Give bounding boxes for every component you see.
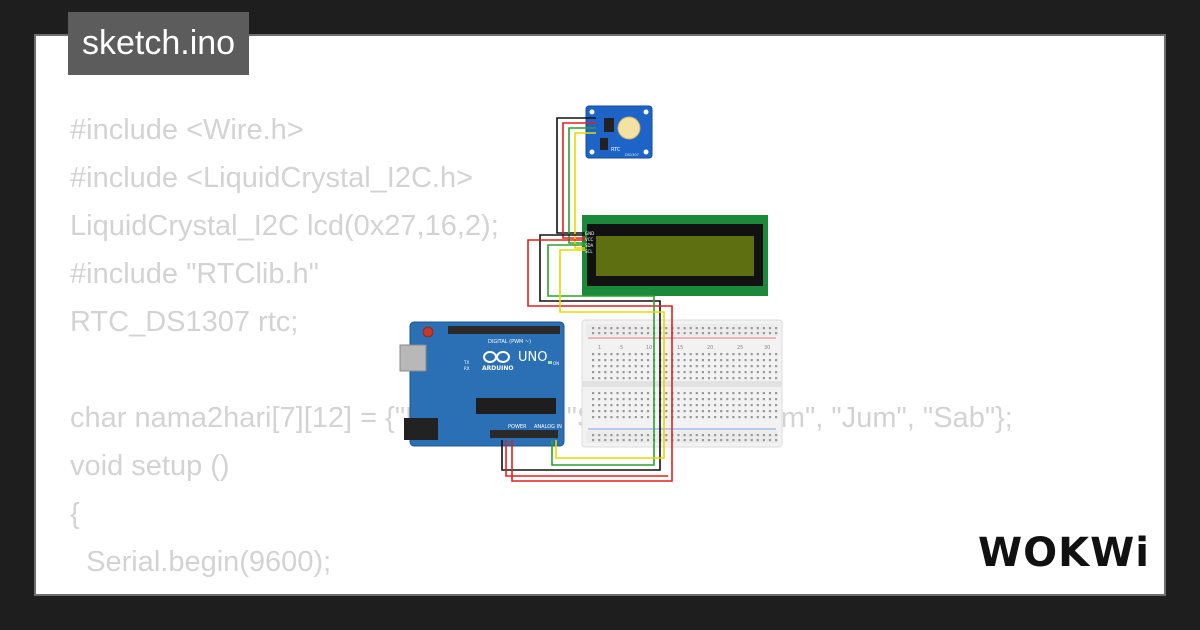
breadboard-number: 25 <box>737 345 743 351</box>
code-line: Serial.begin(9600); <box>70 546 332 578</box>
lcd-pin-label: VCC <box>585 237 594 242</box>
rx-label: RX <box>464 366 470 371</box>
file-tab[interactable]: sketch.ino <box>68 12 250 75</box>
power-jack <box>404 418 438 440</box>
reset-button[interactable] <box>422 326 434 338</box>
wokwi-logo: WOKWi <box>978 530 1150 574</box>
wire-red <box>511 239 673 482</box>
code-line: #include "RTClib.h" <box>70 258 319 290</box>
code-line: RTC_DS1307 rtc; <box>70 306 299 338</box>
power-header-label: POWER <box>508 424 527 430</box>
wire-green <box>568 127 596 244</box>
code-line: LiquidCrystal_I2C lcd(0x27,16,2); <box>70 210 499 242</box>
lcd-pin-label: SDA <box>585 243 594 248</box>
rtc-module[interactable]: RTC DS1307 <box>585 105 653 159</box>
code-line: { <box>70 498 80 530</box>
wire-green <box>547 244 655 466</box>
wire-yellow <box>555 249 665 459</box>
tx-label: TX <box>463 360 469 365</box>
atmega-chip <box>476 398 556 414</box>
power-analog-header <box>490 430 558 438</box>
coin-battery <box>617 116 641 140</box>
wire-black <box>501 234 661 471</box>
wire-red <box>562 122 596 239</box>
wires <box>501 117 673 482</box>
lcd-pin-label: SCL <box>585 249 593 254</box>
breadboard-number: 20 <box>707 345 713 351</box>
code-line: void setup () <box>70 450 230 482</box>
code-line: #include <Wire.h> <box>70 114 304 146</box>
wire-red <box>505 440 668 477</box>
rtc-sub-label: DS1307 <box>625 153 639 157</box>
breadboard-number: 10 <box>646 345 652 351</box>
digital-header <box>448 326 560 334</box>
breadboard-number: 30 <box>764 345 770 351</box>
arduino-uno-board[interactable]: DIGITAL (PWM ~) POWER ANALOG IN UNO ARDU… <box>399 321 565 447</box>
code-line: #include <LiquidCrystal_I2C.h> <box>70 162 474 194</box>
wire-yellow <box>574 132 596 249</box>
breadboard[interactable]: 1 5 10 15 20 25 30 <box>581 319 783 448</box>
code-background: #include <Wire.h> #include <LiquidCrystal… <box>70 106 1013 594</box>
breadboard-number: 5 <box>620 345 623 351</box>
arduino-infinity-logo <box>483 351 510 363</box>
lcd-display[interactable]: GND VCC SDA SCL <box>582 215 768 296</box>
usb-port <box>399 344 427 372</box>
digital-header-label: DIGITAL (PWM ~) <box>488 339 531 345</box>
rtc-chip <box>604 118 614 132</box>
rtc-label: RTC <box>611 147 621 153</box>
wire-black <box>556 117 596 234</box>
lcd-pin-label: GND <box>585 231 594 236</box>
analog-header-label: ANALOG IN <box>534 424 562 430</box>
breadboard-number: 1 <box>598 345 601 351</box>
on-label: ON <box>553 361 559 366</box>
uno-label: UNO <box>518 350 547 365</box>
breadboard-number: 15 <box>677 345 683 351</box>
wokwi-logo-text: WOKWi <box>978 530 1150 574</box>
arduino-brand-label: ARDUINO <box>482 365 513 372</box>
